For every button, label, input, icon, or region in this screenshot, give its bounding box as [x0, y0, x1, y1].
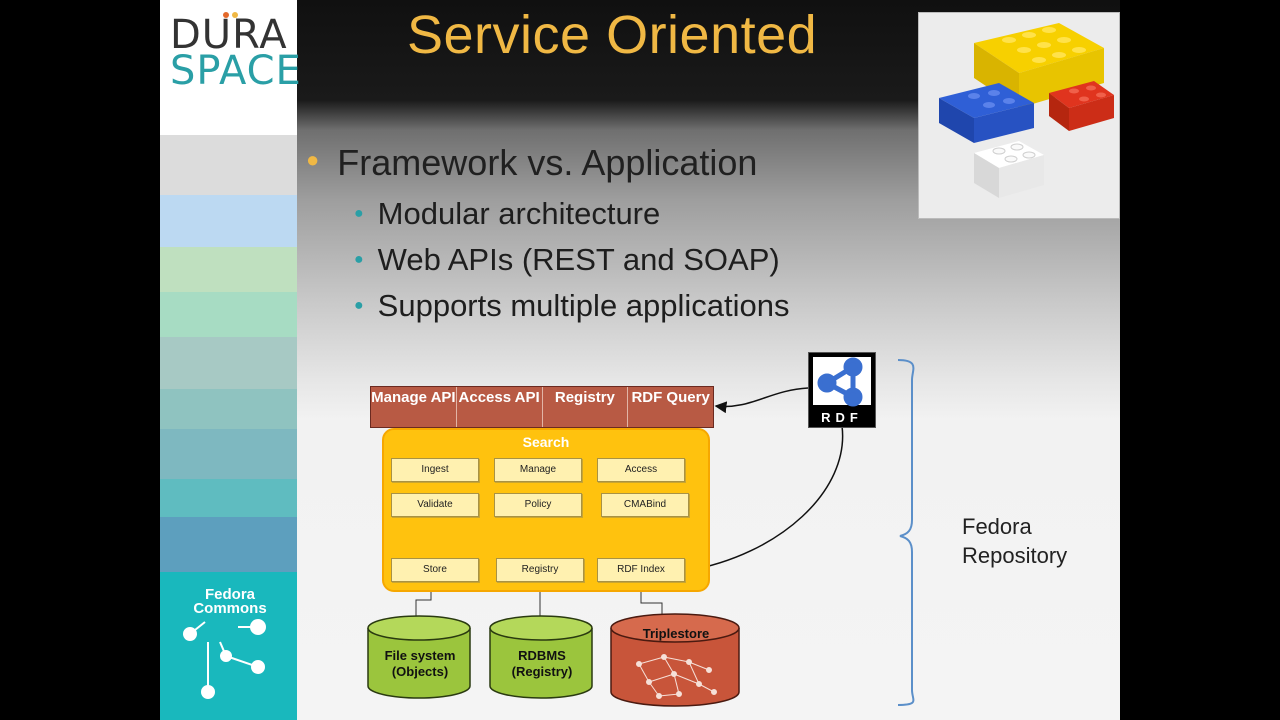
- logo-space-text: SPACE: [170, 48, 302, 94]
- module-registry: Registry: [496, 558, 584, 582]
- triplestore-label: Triplestore: [642, 626, 710, 641]
- module-access: Access: [597, 458, 685, 482]
- fedora-repository-label-line1: Fedora: [962, 514, 1032, 539]
- slide-title: Service Oriented: [407, 5, 818, 65]
- api-bar: Manage API Access API Registry RDF Query: [370, 386, 714, 428]
- rdbms-cylinder: [489, 615, 593, 699]
- file-system-cylinder: [367, 615, 471, 699]
- rdf-logo-text: RDF: [821, 410, 863, 425]
- bullet-main: ● Framework vs. Application: [306, 142, 757, 184]
- fedora-repository-label: Fedora Repository: [962, 512, 1067, 570]
- sub-bullet: ● Supports multiple applications: [354, 288, 790, 324]
- sub-bullet-text: Modular architecture: [377, 196, 661, 231]
- sidebar-band: [160, 195, 297, 247]
- file-system-label: File system (Objects): [366, 648, 474, 680]
- sub-bullet-dot-icon: ●: [354, 205, 364, 222]
- api-rdf-query: RDF Query: [631, 389, 710, 406]
- logo-dura-text: DURA: [170, 12, 288, 58]
- triplestore-cylinder: [610, 613, 740, 707]
- sidebar: DURA SPACE Fedora Commons: [160, 0, 301, 720]
- sidebar-band: [160, 429, 297, 479]
- search-label: Search: [522, 434, 570, 450]
- sidebar-band: [160, 135, 297, 195]
- sidebar-band: [160, 247, 297, 292]
- rdf-to-query-arrow: [714, 387, 809, 414]
- fedora-commons-logo: Fedora Commons: [160, 572, 297, 720]
- module-manage: Manage: [494, 458, 582, 482]
- api-access: Access API: [457, 387, 543, 427]
- rdf-graph-icon: [813, 357, 871, 407]
- sub-bullet-text: Web APIs (REST and SOAP): [377, 242, 780, 277]
- file-system-label-line2: (Objects): [391, 664, 449, 679]
- sidebar-band: [160, 517, 297, 572]
- lego-bricks-image: [918, 12, 1120, 219]
- rdbms-label-line2: (Registry): [511, 664, 573, 679]
- duraspace-logo: DURA SPACE: [160, 0, 301, 135]
- module-store: Store: [391, 558, 479, 582]
- module-validate: Validate: [391, 493, 479, 517]
- sub-bullet-dot-icon: ●: [354, 297, 364, 314]
- module-ingest: Ingest: [391, 458, 479, 482]
- network-nodes-icon: [183, 619, 266, 699]
- sub-bullet: ● Web APIs (REST and SOAP): [354, 242, 780, 278]
- sidebar-band: [160, 389, 297, 429]
- sub-bullet: ● Modular architecture: [354, 196, 660, 232]
- module-cmabind: CMABind: [601, 493, 689, 517]
- bullet-main-text: Framework vs. Application: [337, 142, 758, 183]
- slide: DURA SPACE Fedora Commons: [160, 0, 1120, 720]
- bullet-dot-icon: ●: [306, 147, 320, 172]
- fedora-core-box: Search Ingest Manage Access Validate Pol…: [382, 428, 710, 592]
- api-manage: Manage API: [371, 387, 457, 427]
- rdbms-label-line1: RDBMS: [518, 648, 566, 663]
- repository-bracket: [897, 359, 915, 706]
- api-registry: Registry: [543, 387, 629, 427]
- logo-dots-icon: [223, 12, 238, 18]
- rdbms-label: RDBMS (Registry): [488, 648, 596, 680]
- rdf-logo: RDF: [808, 352, 876, 428]
- module-policy: Policy: [494, 493, 582, 517]
- graph-network-icon: [636, 654, 717, 699]
- sidebar-band: [160, 292, 297, 337]
- sub-bullet-dot-icon: ●: [354, 251, 364, 268]
- sidebar-band: [160, 479, 297, 517]
- module-rdf-index: RDF Index: [597, 558, 685, 582]
- fedora-repository-label-line2: Repository: [962, 543, 1068, 568]
- fedora-commons-text: Fedora Commons: [193, 586, 267, 617]
- sub-bullet-text: Supports multiple applications: [377, 288, 790, 323]
- sidebar-band: [160, 337, 297, 389]
- rdf-to-index-arrow: [684, 425, 844, 576]
- file-system-label-line1: File system: [384, 648, 456, 663]
